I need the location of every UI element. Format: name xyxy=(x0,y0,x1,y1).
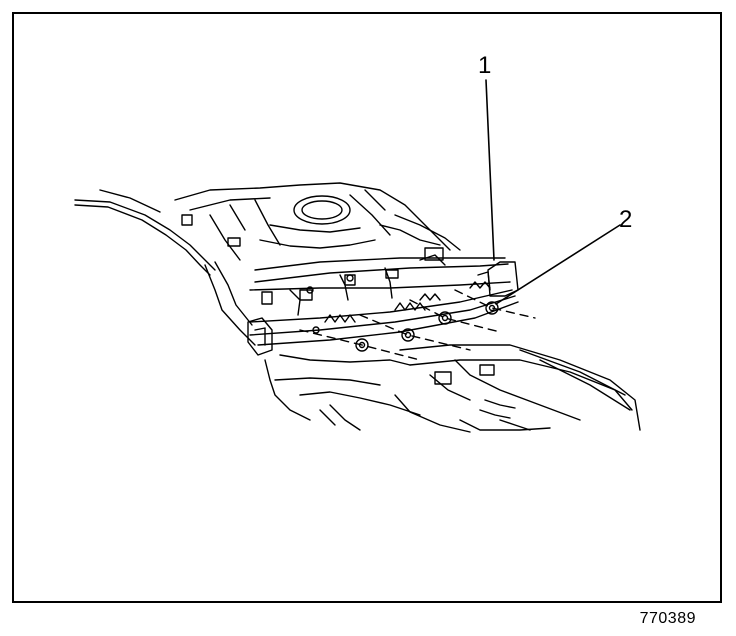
callout-label-2: 2 xyxy=(619,206,633,233)
floor-pan-front xyxy=(264,344,641,433)
callout-leaders xyxy=(485,79,621,305)
callout-label-1: 1 xyxy=(478,52,492,79)
figure-id: 770389 xyxy=(639,610,696,627)
crossmember-beam xyxy=(247,257,519,356)
side-rails xyxy=(204,214,461,346)
leader-line-1 xyxy=(485,79,495,261)
illustration-frame xyxy=(12,12,722,603)
leader-line-2 xyxy=(495,224,621,305)
floor-pan-rear xyxy=(74,182,451,276)
install-guide-lines xyxy=(299,289,536,361)
